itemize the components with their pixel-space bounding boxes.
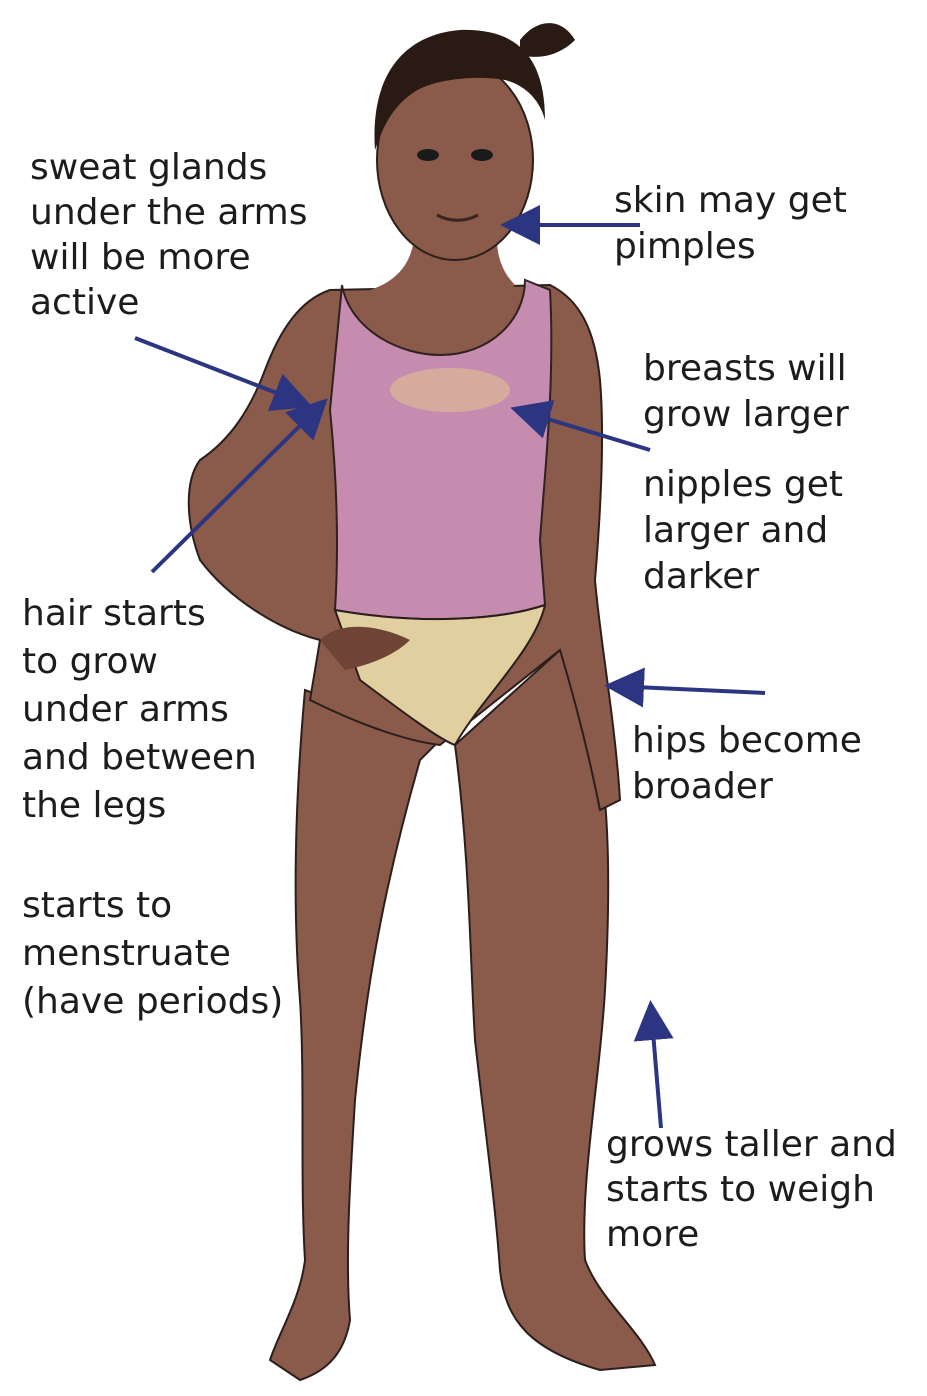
- right-eye: [471, 149, 493, 161]
- label-nipples: nipples get larger and darker: [643, 462, 843, 600]
- arrow-grows: [651, 1008, 661, 1128]
- label-sweat-glands: sweat glands under the arms will be more…: [30, 145, 307, 325]
- label-menstruation: starts to menstruate (have periods): [22, 882, 283, 1026]
- right-leg: [455, 650, 655, 1370]
- hair-puff: [520, 23, 575, 57]
- label-breasts: breasts will grow larger: [643, 346, 849, 438]
- label-hair-growth: hair starts to grow under arms and betwe…: [22, 590, 257, 830]
- left-leg: [270, 690, 440, 1380]
- left-eye: [417, 149, 439, 161]
- arrow-hips: [612, 686, 765, 693]
- top-highlight: [390, 368, 510, 412]
- label-skin-pimples: skin may get pimples: [614, 178, 847, 270]
- label-hips: hips become broader: [632, 718, 862, 810]
- label-grows-taller: grows taller and starts to weigh more: [606, 1122, 897, 1257]
